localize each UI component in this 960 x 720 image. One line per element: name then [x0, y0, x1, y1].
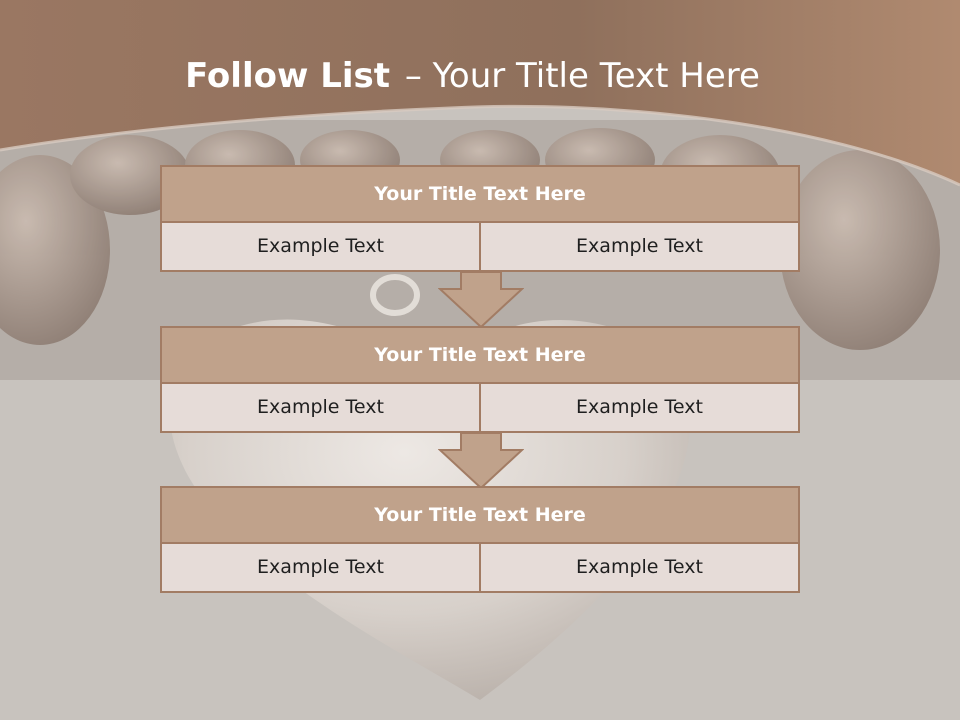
down-arrow-icon [438, 271, 524, 329]
header-band [0, 0, 960, 185]
slide-title-rest: – Your Title Text Here [404, 56, 760, 96]
block-cell-right: Example Text [479, 384, 798, 431]
down-arrow-icon [438, 432, 524, 490]
block-cell-right: Example Text [479, 544, 798, 591]
slide-title: Follow List – Your Title Text Here [0, 54, 945, 98]
follow-block-1: Your Title Text Here Example Text Exampl… [160, 165, 800, 272]
block-cell-left: Example Text [257, 235, 384, 257]
block-title: Your Title Text Here [160, 165, 800, 223]
block-title: Your Title Text Here [160, 486, 800, 544]
block-cell-right: Example Text [479, 223, 798, 270]
block-cell-left: Example Text [257, 396, 384, 418]
slide-title-bold: Follow List [185, 56, 391, 96]
block-title: Your Title Text Here [160, 326, 800, 384]
block-cell-left: Example Text [257, 556, 384, 578]
block-row: Example Text Example Text [160, 544, 800, 593]
follow-block-3: Your Title Text Here Example Text Exampl… [160, 486, 800, 593]
block-row: Example Text Example Text [160, 223, 800, 272]
follow-block-2: Your Title Text Here Example Text Exampl… [160, 326, 800, 433]
block-row: Example Text Example Text [160, 384, 800, 433]
